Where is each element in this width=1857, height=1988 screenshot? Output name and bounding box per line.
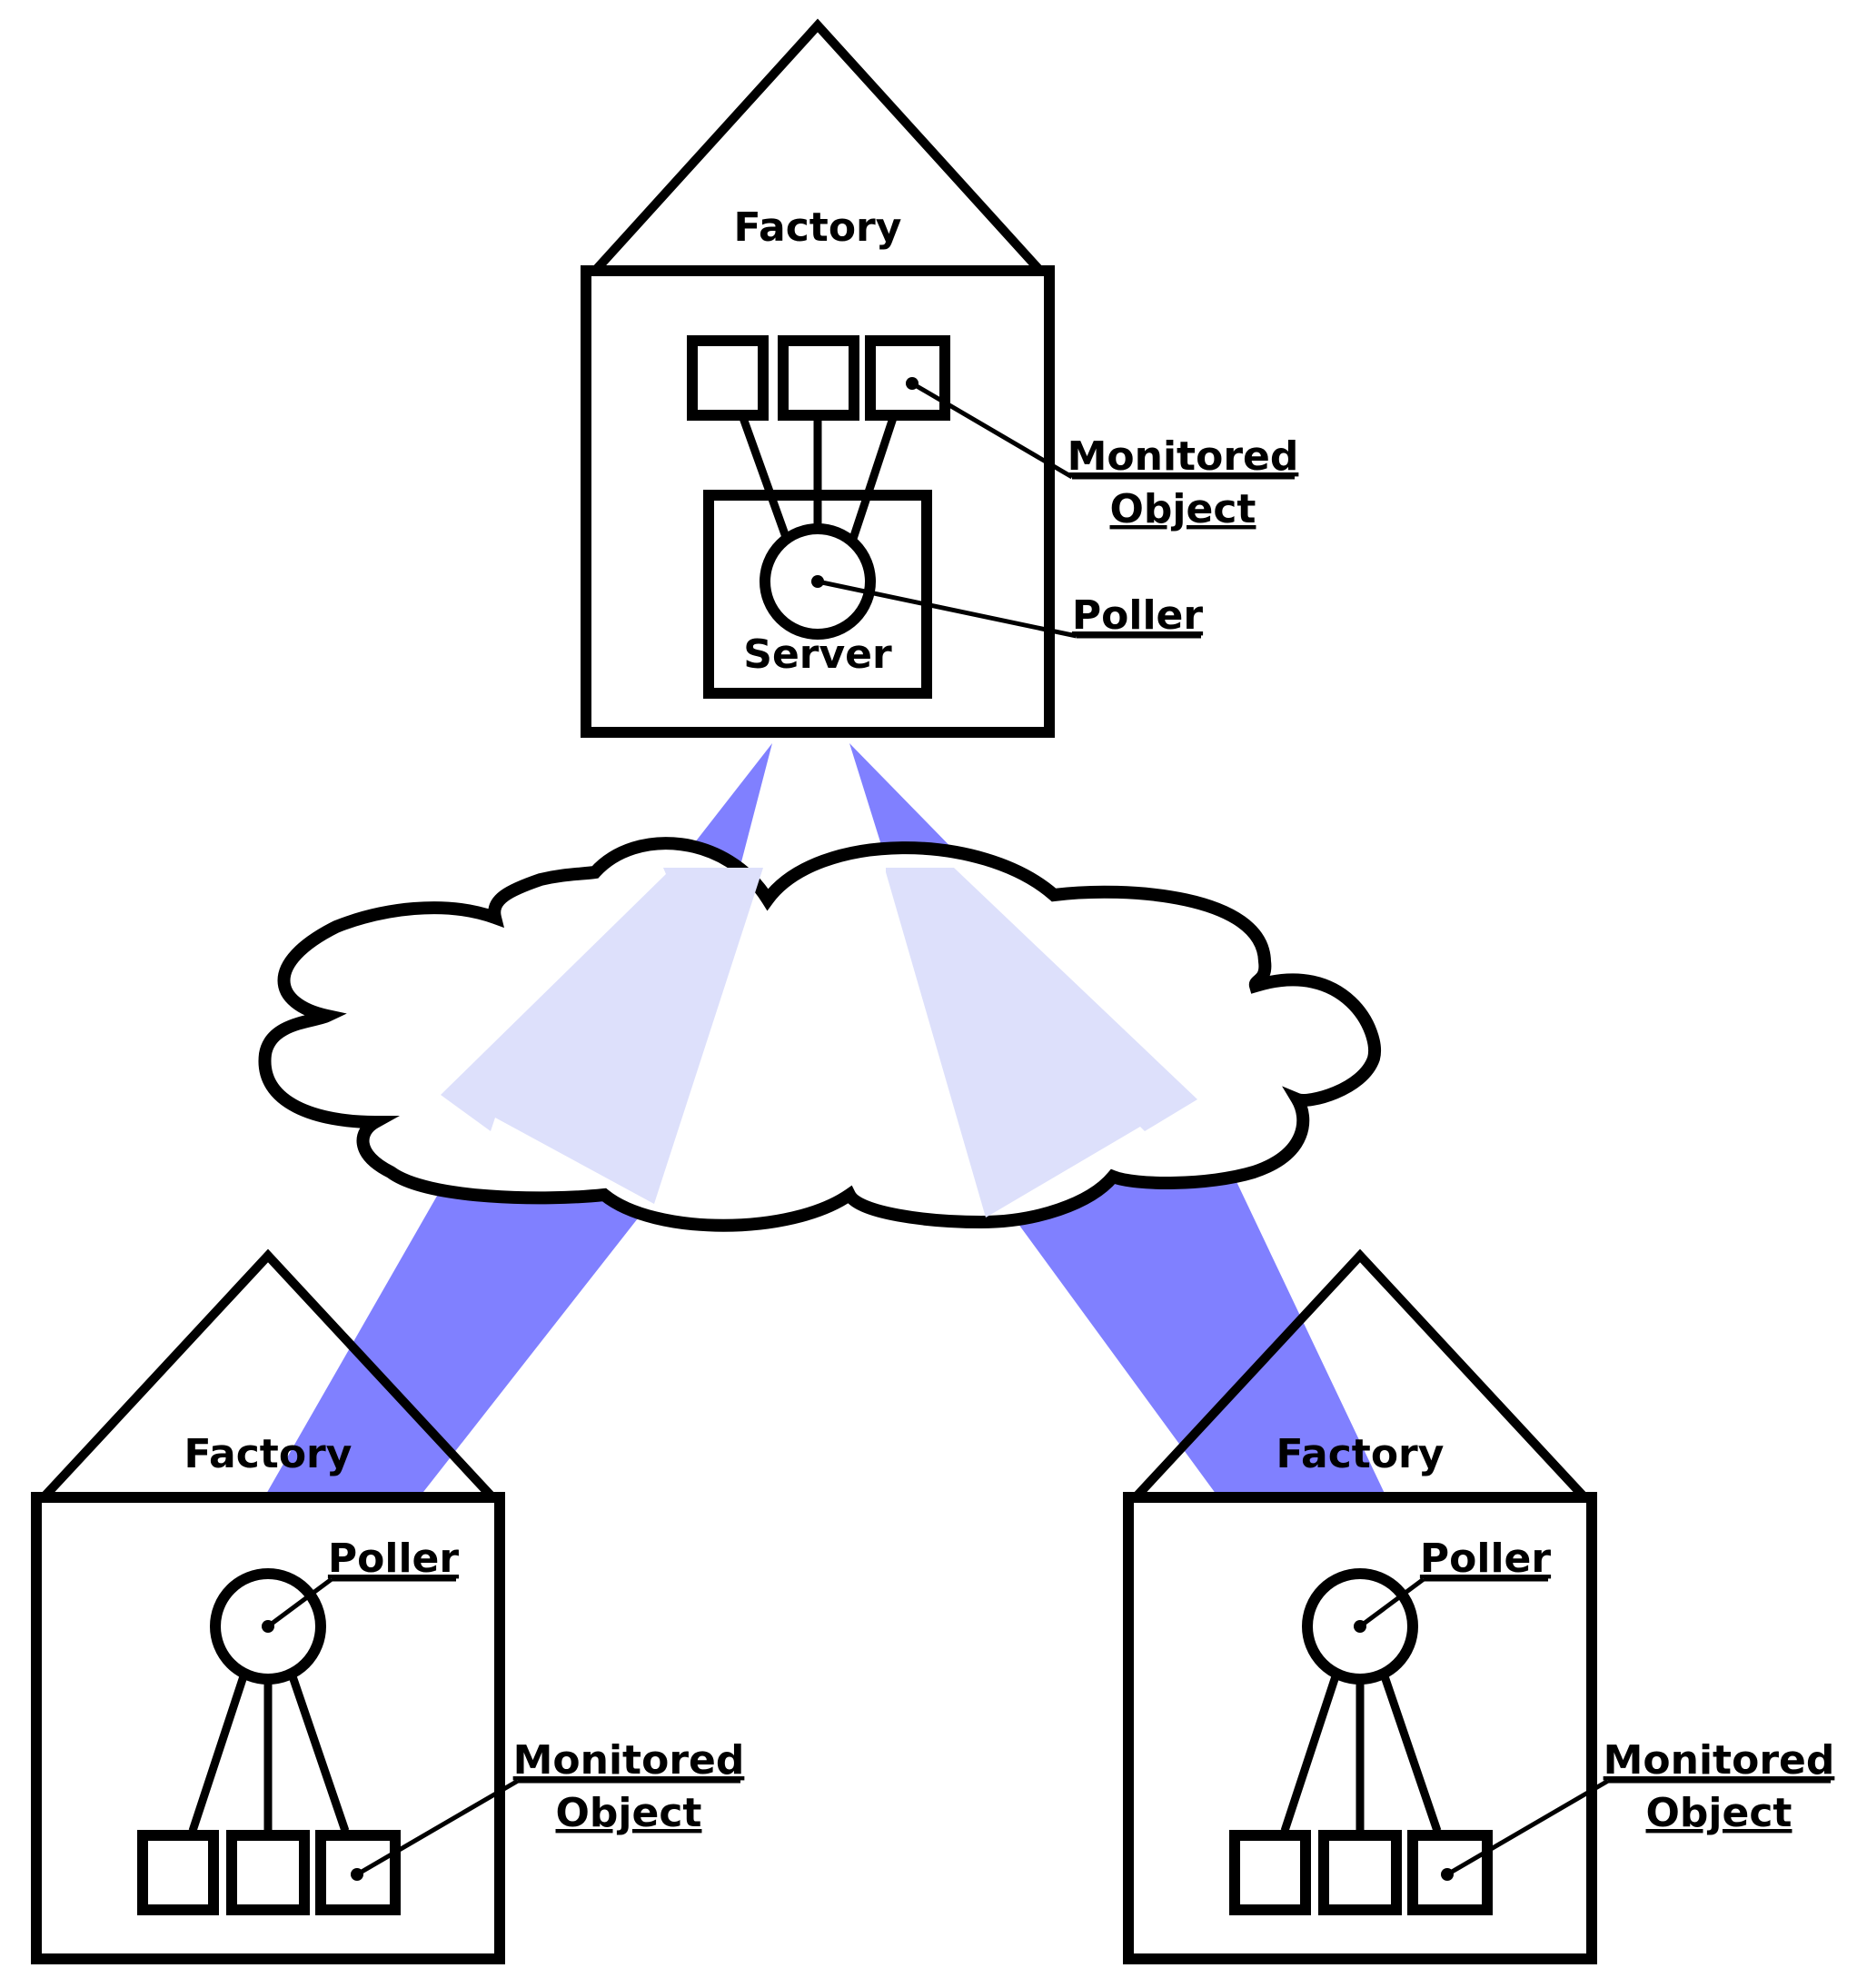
left-factory: Factory Poller Monitored Object [31,1248,745,1964]
monitored-object-box-icon [137,1830,219,1915]
connector [1380,1675,1442,1833]
right-monitored-object-callout-line2: Object [1646,1790,1792,1836]
top-poller-callout: Poller [1072,592,1203,639]
monitored-object-box-icon [865,335,950,421]
callout-leader [1358,1576,1425,1629]
monitored-object-box-icon [687,335,769,421]
monitored-object-box-icon [778,335,859,421]
callout-leader [355,1778,520,1877]
top-factory: Factory Server Monitored Object Poller [581,18,1299,738]
link-left-arrowhead [441,868,763,1204]
top-monitored-object-callout-line1: Monitored [1068,433,1299,480]
top-monitored-object-callout-line2: Object [1110,486,1256,532]
connector [188,1675,248,1833]
monitored-object-box-icon [226,1830,310,1915]
monitored-object-box-icon [315,1830,401,1915]
network-cloud-icon [258,837,1381,1232]
network-links-light [441,868,1197,1218]
left-factory-title: Factory [184,1431,353,1477]
right-monitored-object-callout-line1: Monitored [1604,1737,1835,1784]
connector [288,1675,350,1833]
callout-leader [266,1576,333,1629]
monitored-object-box-icon [1229,1830,1311,1915]
callout-leader [1445,1778,1610,1877]
callout-leader [817,579,1077,639]
right-factory-title: Factory [1276,1431,1445,1477]
callout-leader [910,381,1074,480]
right-poller-callout: Poller [1420,1536,1551,1582]
link-right-arrowhead [886,868,1197,1218]
right-factory: Factory Poller Monitored Object [1123,1248,1835,1964]
top-factory-title: Factory [734,204,902,251]
monitored-object-box-icon [1318,1830,1402,1915]
left-monitored-object-callout-line2: Object [556,1790,702,1836]
left-poller-callout: Poller [328,1536,459,1582]
connector [739,416,795,552]
connector [1280,1675,1340,1833]
left-monitored-object-callout-line1: Monitored [513,1737,745,1784]
connector [845,416,898,552]
